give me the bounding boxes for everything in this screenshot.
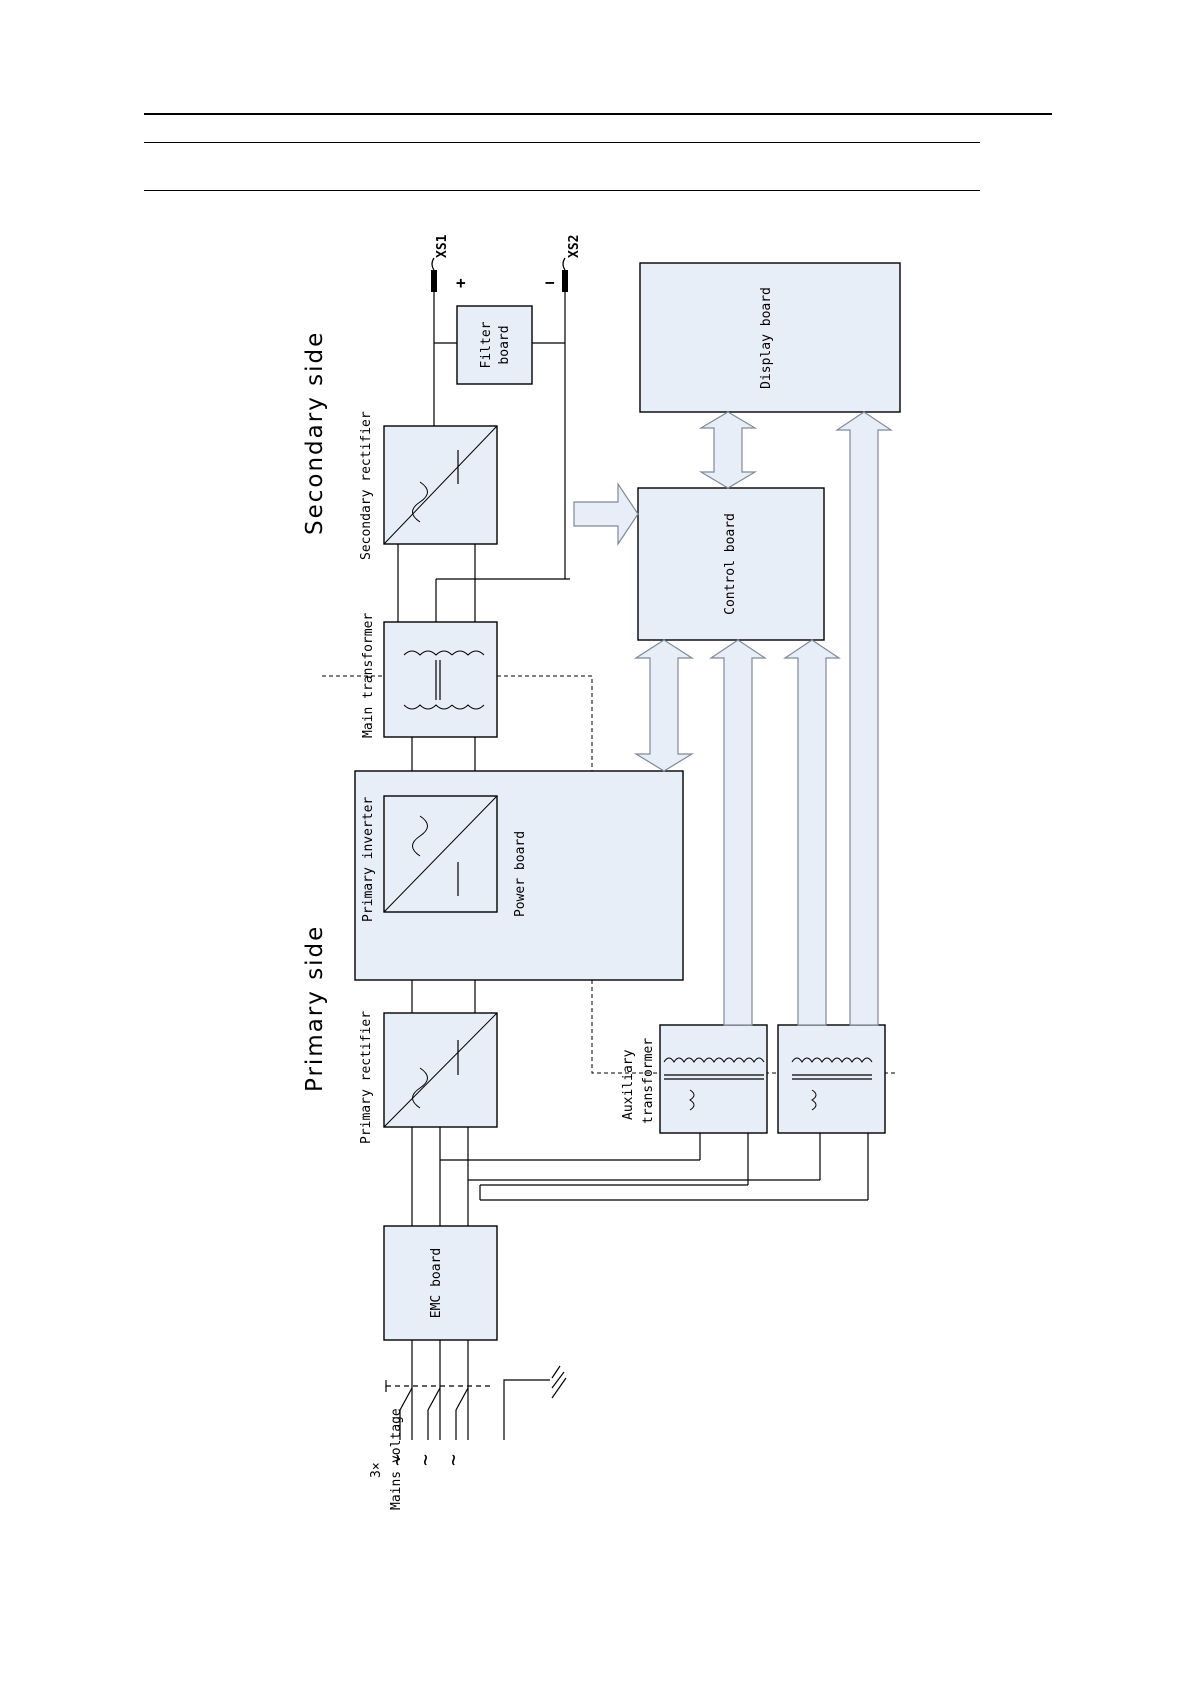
primary-side-title: Primary side [302, 925, 328, 1092]
control-board: Control board [638, 488, 824, 640]
aux2-to-control-arrow [785, 640, 839, 1025]
power-board-label: Power board [513, 831, 528, 917]
auxiliary-transformer-label-line2: transformer [641, 1038, 656, 1124]
control-board-label: Control board [723, 513, 738, 615]
minus-label: − [545, 273, 555, 292]
emc-board: EMC board [384, 1226, 497, 1340]
filter-board: Filter board [457, 306, 532, 384]
sine-2: ~ [413, 1454, 437, 1466]
secondary-side-title: Secondary side [302, 331, 328, 535]
mains-label-line2: Mains voltage [389, 1408, 404, 1510]
mains-label-line1: 3× [369, 1462, 384, 1478]
display-board: Display board [640, 263, 900, 412]
primary-inverter-label: Primary inverter [361, 797, 376, 922]
secondary-to-control-arrow [574, 484, 638, 544]
primary-rectifier: Primary rectifier [359, 1011, 497, 1144]
secondary-rectifier-label: Secondary rectifier [359, 411, 374, 560]
sine-3: ~ [441, 1454, 465, 1466]
xs1-label: XS1 [435, 234, 450, 258]
emc-board-label: EMC board [429, 1248, 444, 1318]
filter-board-label-line2: board [497, 325, 512, 364]
output-terminals: XS1 XS2 + − [431, 234, 582, 292]
display-control-arrow [701, 412, 755, 488]
plus-label: + [456, 273, 466, 292]
aux2-to-display-arrow [837, 412, 891, 1025]
auxiliary-transformer-2 [778, 1025, 885, 1133]
primary-rectifier-label: Primary rectifier [359, 1011, 374, 1144]
aux1-to-control-arrow-a [711, 640, 765, 1025]
filter-board-label-line1: Filter [479, 321, 494, 368]
secondary-rectifier: Secondary rectifier [359, 411, 497, 560]
main-transformer: Main transformer [361, 613, 497, 738]
main-transformer-label: Main transformer [361, 613, 376, 738]
auxiliary-transformer-label-line1: Auxiliary [621, 1049, 636, 1120]
xs2-label: XS2 [567, 235, 582, 258]
display-board-label: Display board [759, 287, 774, 389]
control-power-arrow [636, 640, 692, 771]
auxiliary-transformer-1: Auxiliary transformer [621, 1025, 767, 1133]
